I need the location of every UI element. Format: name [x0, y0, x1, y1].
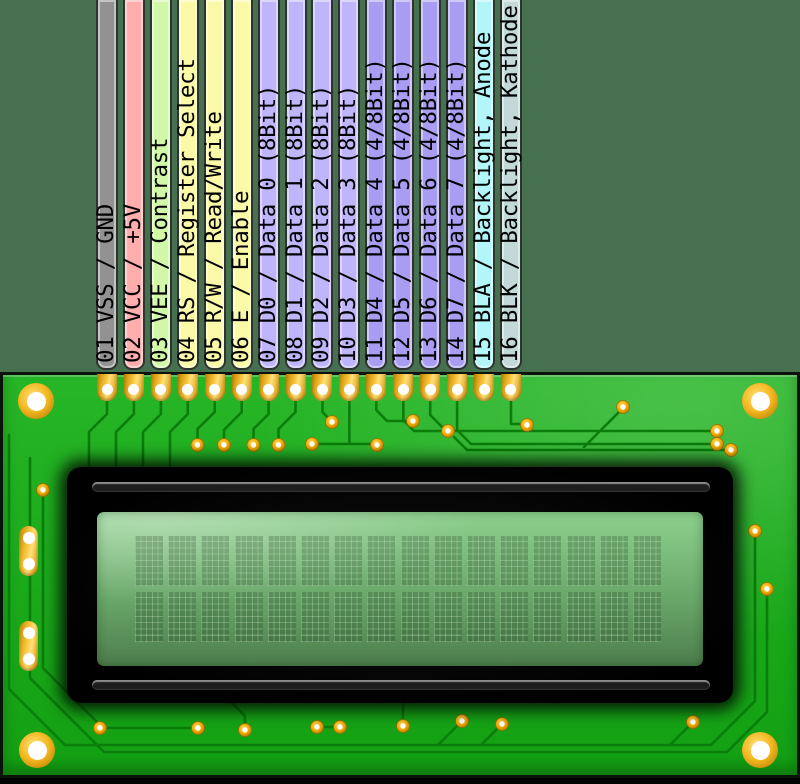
pin-strip-07	[257, 0, 280, 370]
pin-strip-06	[230, 0, 253, 370]
pin-strip-04	[176, 0, 199, 370]
mounting-hole-center-3	[27, 740, 47, 760]
lcd-char-cell-r2c9	[400, 592, 429, 642]
pin-label-08: 08 D1 / Data 1 (8Bit)	[281, 84, 308, 363]
solder-pad-hole-09	[316, 383, 328, 395]
pin-label-10: 10 D3 / Data 3 (8Bit)	[335, 84, 362, 363]
lcd-char-cell-r1c8	[367, 536, 396, 586]
solder-pad-hole-03	[155, 383, 167, 395]
solder-pad-hole-12	[397, 383, 409, 395]
lcd-char-cell-r1c11	[467, 536, 495, 586]
lcd-char-cell-r2c1	[135, 592, 163, 642]
lcd-char-cell-r1c2	[168, 536, 197, 586]
lcd-char-cell-r1c16	[633, 536, 661, 586]
pin-label-15: 15 BLA / Backlight, Anode	[470, 31, 497, 363]
mounting-hole-center-4	[750, 740, 770, 760]
solder-pad-hole-14	[451, 383, 463, 395]
solder-pad-hole-06	[236, 383, 248, 395]
lcd-char-cell-r2c13	[533, 592, 562, 642]
solder-pad-hole-01	[101, 383, 113, 395]
lcd-char-cell-r1c15	[599, 536, 628, 586]
pin-strip-11	[365, 0, 388, 370]
lcd-char-cell-r2c7	[334, 592, 363, 642]
bezel-slot-top	[92, 482, 710, 492]
pin-label-12: 12 D5 / Data 5 (4/8Bit)	[389, 58, 416, 363]
lcd-char-cell-r2c10	[433, 592, 462, 642]
solder-pad-hole-16	[505, 383, 517, 395]
board-bottom-shadow	[0, 776, 800, 784]
pin-label-06: 06 E / Enable	[227, 190, 254, 363]
lcd-char-cell-r1c6	[301, 536, 329, 586]
mounting-hole-center-1	[26, 391, 46, 411]
pin-label-02: 02 VCC / +5V	[119, 204, 146, 363]
lcd-char-cell-r2c4	[234, 592, 263, 642]
pin-strip-14	[446, 0, 469, 370]
backlight-pad-hole-top-1	[22, 532, 35, 544]
pin-label-01: 01 VSS / GND	[93, 204, 119, 363]
solder-pad-hole-05	[209, 383, 221, 395]
pin-label-03: 03 VEE / Contrast	[146, 137, 173, 363]
pin-strip-12	[392, 0, 415, 370]
bezel-slot-bottom	[92, 680, 710, 690]
lcd-char-cell-r2c2	[168, 592, 197, 642]
lcd-char-cell-r2c11	[467, 592, 495, 642]
solder-pad-hole-13	[424, 383, 436, 395]
lcd-char-cell-r1c12	[500, 536, 529, 586]
lcd-char-cell-r1c1	[135, 536, 163, 586]
pin-label-13: 13 D6 / Data 6 (4/8Bit)	[416, 58, 443, 363]
pin-label-11: 11 D4 / Data 4 (4/8Bit)	[362, 58, 389, 363]
lcd-char-cell-r1c4	[234, 536, 263, 586]
solder-pad-hole-08	[290, 383, 301, 395]
lcd-char-cell-r1c10	[433, 536, 462, 586]
pin-label-14: 14 D7 / Data 7 (4/8Bit)	[443, 58, 470, 363]
pin-strip-02	[122, 0, 145, 370]
pin-strip-16	[499, 0, 522, 370]
lcd-char-cell-r2c3	[201, 592, 230, 642]
lcd-screen	[97, 512, 703, 666]
pin-strip-15	[473, 0, 496, 370]
lcd-char-cell-r2c5	[267, 592, 296, 642]
pin-strip-09	[311, 0, 334, 370]
backlight-pad-hole-top-2	[22, 558, 35, 570]
solder-pad-hole-04	[182, 383, 194, 395]
pin-strip-01	[96, 0, 118, 370]
lcd-char-cell-r1c13	[533, 536, 562, 586]
pin-label-05: 05 R/W / Read/Write	[200, 111, 227, 363]
lcd-char-cell-r2c12	[500, 592, 529, 642]
lcd-char-cell-r2c6	[301, 592, 329, 642]
mounting-hole-center-2	[750, 391, 770, 411]
lcd-char-cell-r2c16	[633, 592, 661, 642]
backlight-pad-hole-bottom-1	[22, 627, 35, 639]
solder-pad-hole-07	[263, 383, 275, 395]
pin-strip-05	[203, 0, 226, 370]
solder-pad-hole-02	[128, 383, 140, 395]
solder-pad-hole-10	[343, 383, 355, 395]
pin-label-04: 04 RS / Register Select	[173, 58, 200, 363]
solder-pad-hole-11	[370, 383, 382, 395]
lcd-char-cell-r1c3	[201, 536, 230, 586]
pin-strip-10	[338, 0, 361, 370]
lcd-char-cell-r2c8	[367, 592, 396, 642]
pin-label-16: 16 BLK / Backlight, Kathode	[496, 5, 523, 363]
lcd-char-cell-r1c14	[566, 536, 595, 586]
pin-strip-13	[419, 0, 442, 370]
lcd-char-cell-r1c7	[334, 536, 363, 586]
lcd-char-cell-r2c14	[566, 592, 595, 642]
solder-pad-hole-15	[478, 383, 490, 395]
pin-strip-03	[149, 0, 172, 370]
pin-label-07: 07 D0 / Data 0 (8Bit)	[254, 84, 281, 363]
pin-strip-08	[284, 0, 307, 370]
lcd-char-cell-r1c5	[267, 536, 296, 586]
backlight-pad-hole-bottom-2	[22, 653, 35, 665]
lcd-char-cell-r1c9	[400, 536, 429, 586]
lcd-display-module	[67, 467, 733, 703]
pin-label-09: 09 D2 / Data 2 (8Bit)	[308, 84, 335, 363]
lcd-char-cell-r2c15	[599, 592, 628, 642]
